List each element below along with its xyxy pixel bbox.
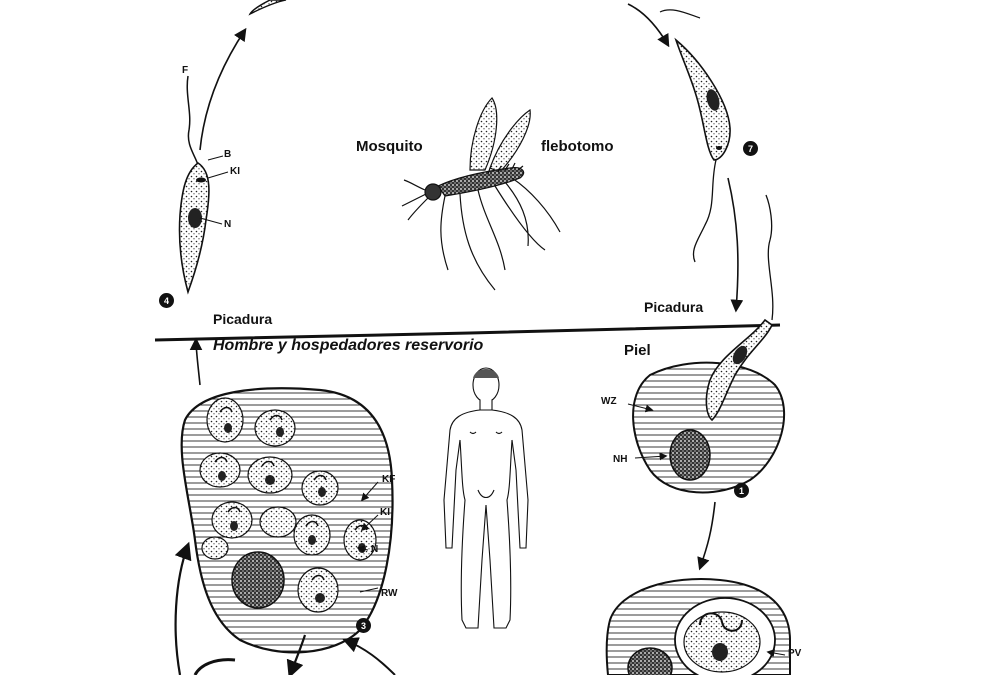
label-nucleus-cell: N bbox=[371, 544, 379, 555]
cell-fragment-bottom bbox=[193, 658, 236, 675]
step-4-badge: 4 bbox=[159, 293, 174, 308]
human-figure bbox=[443, 367, 529, 629]
label-rw: RW bbox=[381, 588, 398, 599]
arrow-top-right bbox=[627, 3, 670, 48]
mosquito-title: Mosquito bbox=[356, 138, 423, 155]
flebotomo-title: flebotomo bbox=[541, 138, 614, 155]
label-flagellum: F bbox=[182, 65, 189, 76]
host-section-title: Hombre y hospedadores reservorio bbox=[213, 337, 484, 354]
arrow-into-macrophage bbox=[174, 541, 192, 675]
arrow-up-to-bite bbox=[189, 337, 203, 386]
label-kf: KF bbox=[382, 474, 396, 485]
skin-macrophage bbox=[627, 194, 785, 494]
label-kinetoplast-cell: KI bbox=[380, 507, 390, 518]
arrow-skin-down bbox=[697, 501, 716, 571]
label-wz: WZ bbox=[601, 396, 617, 407]
step-7-badge: 7 bbox=[743, 141, 758, 156]
promastigote-top bbox=[248, 0, 287, 16]
arrow-bottom-return bbox=[342, 637, 396, 675]
label-kinetoplast-top: KI bbox=[230, 166, 240, 177]
step-1-badge: 1 bbox=[734, 483, 749, 498]
label-nh: NH bbox=[613, 454, 628, 465]
bite-label-right: Picadura bbox=[644, 299, 704, 315]
parasitophorous-cell bbox=[605, 578, 791, 675]
arrow-up-left bbox=[199, 27, 247, 151]
promastigote-right bbox=[674, 37, 731, 263]
infected-macrophage bbox=[180, 387, 394, 654]
bite-label-left: Picadura bbox=[213, 311, 273, 327]
label-pv: PV bbox=[788, 648, 802, 659]
skin-title: Piel bbox=[624, 342, 651, 359]
sandfly-illustration bbox=[401, 97, 561, 291]
arrow-down-right bbox=[727, 177, 744, 313]
promastigote-left bbox=[178, 75, 229, 295]
step-3-badge: 3 bbox=[356, 618, 371, 633]
label-nucleus-top: N bbox=[224, 219, 232, 230]
divider-line bbox=[154, 323, 781, 342]
arrow-macrophage-out bbox=[286, 634, 307, 675]
label-basal-body: B bbox=[224, 149, 232, 160]
